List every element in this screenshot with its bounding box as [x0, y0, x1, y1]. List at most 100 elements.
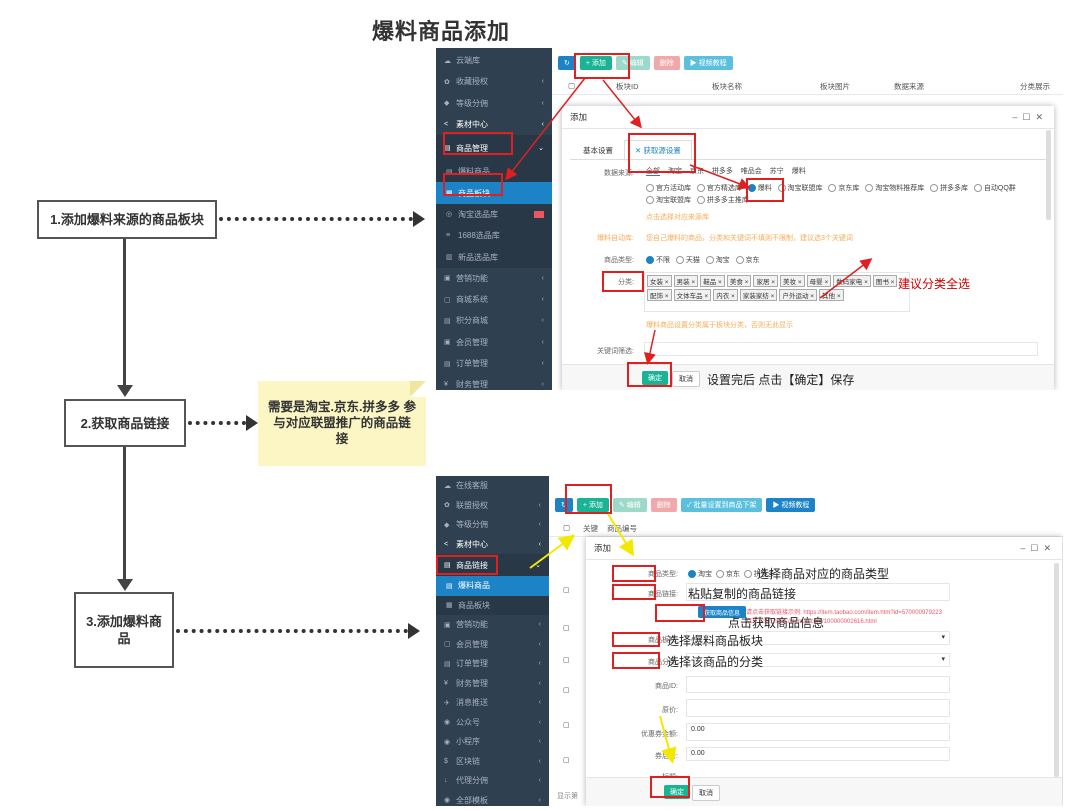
modal-scrollbar[interactable]	[1046, 130, 1051, 220]
sidebar-item-blocks[interactable]: ▦商品板块	[436, 182, 552, 204]
select-all-checkbox[interactable]: ▢	[563, 523, 571, 532]
item-link-input[interactable]	[686, 583, 950, 601]
source-option[interactable]: 自动QQ群	[973, 184, 1016, 193]
source-option[interactable]: 淘宝联盟库	[777, 184, 823, 193]
sidebar-item-level[interactable]: ◆等级分佣‹	[436, 93, 552, 114]
category-chip[interactable]: 内衣 ×	[713, 289, 738, 301]
category-chip[interactable]: 鞋品 ×	[700, 275, 725, 287]
sidebar-item-marketing[interactable]: ▣营销功能‹	[436, 268, 552, 289]
sidebar-item-baoliao[interactable]: ▤爆料商品	[436, 576, 549, 596]
add-button[interactable]: + 添加	[576, 498, 609, 512]
category-chip[interactable]: 家装家纺 ×	[739, 289, 778, 301]
source-tab[interactable]: 苏宁	[769, 168, 784, 175]
batch-sync-button[interactable]: ✓ 批量设置到商品下架	[680, 498, 763, 512]
source-option[interactable]: 拼多多库	[930, 184, 968, 193]
category-chip[interactable]: 家居 ×	[753, 275, 779, 287]
category-chip[interactable]: 男装 ×	[673, 275, 699, 287]
source-tab[interactable]: 拼多多	[711, 168, 733, 175]
keyword-input[interactable]	[644, 342, 1038, 356]
add-button[interactable]: + 添加	[579, 56, 612, 70]
source-tab[interactable]: 唯品会	[740, 168, 762, 175]
video-tutorial-button[interactable]: ▶ 视频教程	[766, 498, 816, 512]
sidebar-item-marketing[interactable]: ▣营销功能‹	[436, 615, 549, 635]
category-multiselect[interactable]: 女装 ×男装 ×鞋品 ×美食 ×家居 ×美妆 ×母婴 ×数码家电 ×图书 ×配饰…	[644, 272, 910, 312]
sidebar-item-orders[interactable]: ▤订单管理‹	[436, 353, 552, 374]
sidebar-item-level[interactable]: ◆等级分佣‹	[436, 515, 549, 535]
type-option-taobao[interactable]: 淘宝	[688, 570, 712, 579]
row-checkbox[interactable]: ▢	[563, 687, 570, 694]
block-select[interactable]: ▾	[686, 631, 950, 645]
sidebar-item-chain[interactable]: $区块链‹	[436, 752, 549, 772]
video-tutorial-button[interactable]: ▶ 视频教程	[683, 56, 733, 70]
row-checkbox[interactable]: ▢	[563, 757, 570, 764]
source-option[interactable]: 京东库	[828, 184, 859, 193]
row-checkbox[interactable]: ▢	[563, 657, 570, 664]
sidebar-item-agent[interactable]: ↓代理分佣‹	[436, 771, 549, 791]
delete-button[interactable]: 删除	[653, 56, 680, 70]
refresh-button[interactable]: ↻	[555, 498, 573, 512]
sidebar-item-new-lib[interactable]: ▥新品选品库	[436, 246, 552, 268]
category-chip[interactable]: 户外运动 ×	[779, 289, 818, 301]
refresh-button[interactable]: ↻	[558, 56, 576, 70]
window-controls-icon[interactable]: –☐✕	[1020, 542, 1056, 553]
confirm-button[interactable]: 确定	[642, 371, 668, 385]
category-chip[interactable]: 女装 ×	[647, 275, 672, 287]
edit-button[interactable]: ✎ 编辑	[612, 498, 647, 512]
category-chip[interactable]: 图书 ×	[872, 275, 898, 287]
sidebar-item-miniapp[interactable]: ◉小程序‹	[436, 732, 549, 752]
sidebar-item-material[interactable]: <素材中心‹	[436, 535, 549, 555]
source-option[interactable]: 官方精选库	[696, 184, 742, 193]
cancel-button[interactable]: 取消	[692, 785, 720, 801]
row-checkbox[interactable]: ▢	[563, 722, 570, 729]
sidebar-item-finance[interactable]: ¥财务管理‹	[436, 374, 552, 390]
sidebar-item-1688-lib[interactable]: ≡1688选品库	[436, 225, 552, 247]
select-all-checkbox[interactable]: ▢	[568, 81, 576, 90]
tab-source-settings[interactable]: ✕ 获取源设置	[624, 140, 692, 161]
sidebar-item-taobao-lib[interactable]: ◎淘宝选品库	[436, 203, 552, 226]
category-chip[interactable]: 配饰 ×	[647, 289, 672, 301]
sidebar-item-cloud[interactable]: ☁云端库	[436, 50, 552, 71]
sidebar-item-members[interactable]: ▢会员管理‹	[436, 635, 549, 655]
source-option[interactable]: 拼多多主推库	[696, 196, 749, 205]
sidebar-item-goods-links[interactable]: ▤商品链接⌄	[436, 554, 549, 576]
tab-basic[interactable]: 基本设置	[583, 146, 613, 155]
category-select[interactable]: ▾	[686, 653, 950, 667]
row-checkbox[interactable]: ▢	[563, 587, 570, 594]
price-input[interactable]	[686, 699, 950, 717]
sidebar-item-members[interactable]: ▣会员管理‹	[436, 332, 552, 353]
source-option[interactable]: 淘宝联盟库	[646, 196, 691, 205]
sidebar-item-auth[interactable]: ✿联盟授权‹	[436, 496, 549, 516]
category-chip[interactable]: 文体车品 ×	[673, 289, 712, 301]
type-option[interactable]: 天猫	[675, 256, 700, 265]
category-chip[interactable]: 母婴 ×	[806, 275, 832, 287]
type-option[interactable]: 淘宝	[705, 256, 730, 265]
sidebar-item-orders[interactable]: ▤订单管理‹	[436, 654, 549, 674]
final-price-input[interactable]: 0.00	[686, 747, 950, 761]
coupon-input[interactable]: 0.00	[686, 723, 950, 741]
cancel-button[interactable]: 取消	[672, 371, 700, 387]
modal-scrollbar[interactable]	[1054, 563, 1059, 777]
sidebar-item-blocks[interactable]: ▦商品板块	[436, 595, 549, 615]
sidebar-item-mall[interactable]: ▢商城系统‹	[436, 289, 552, 310]
sidebar-item-templates[interactable]: ◉全部模板‹	[436, 791, 549, 807]
source-option[interactable]: 官方活动库	[646, 184, 691, 193]
sidebar-item-service[interactable]: ☁在线客服	[436, 476, 549, 496]
type-option-pdd[interactable]: 拼多多	[743, 570, 775, 579]
sidebar-item-baoliao[interactable]: ▤爆料商品	[436, 161, 552, 183]
edit-button[interactable]: ✎ 编辑	[615, 56, 650, 70]
source-tab[interactable]: 爆料	[791, 168, 806, 175]
item-id-input[interactable]	[686, 676, 950, 693]
category-chip[interactable]: 其他 ×	[819, 289, 844, 301]
sidebar-item-points[interactable]: ▤积分商城‹	[436, 310, 552, 331]
source-tab[interactable]: 京东	[689, 168, 704, 175]
category-chip[interactable]: 美食 ×	[726, 275, 752, 287]
category-chip[interactable]: 美妆 ×	[780, 275, 805, 287]
delete-button[interactable]: 删除	[650, 498, 677, 512]
type-option-jd[interactable]: 京东	[715, 570, 740, 579]
type-option[interactable]: 京东	[735, 256, 760, 265]
sidebar-item-material[interactable]: <素材中心‹	[436, 114, 552, 135]
confirm-button[interactable]: 确定	[664, 785, 690, 799]
sidebar-item-push[interactable]: ✈消息推送‹	[436, 693, 549, 713]
sidebar-item-goods[interactable]: ▤商品管理⌄	[436, 135, 552, 162]
sidebar-item-finance[interactable]: ¥财务管理‹	[436, 674, 549, 694]
